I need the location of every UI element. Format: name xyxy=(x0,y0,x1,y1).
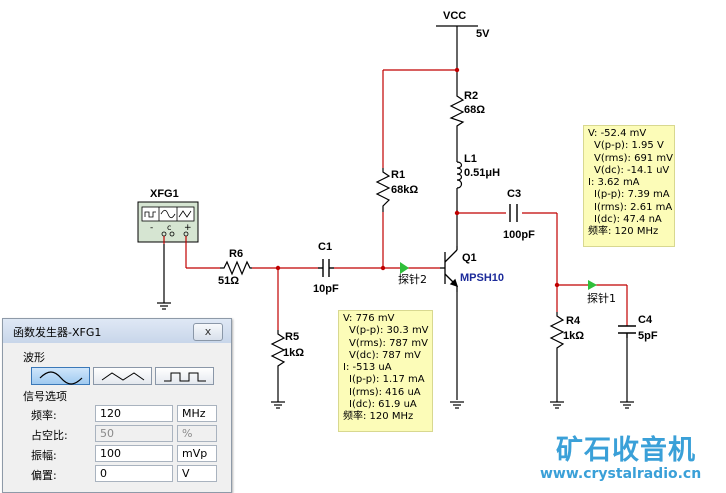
c1-capacitor[interactable] xyxy=(318,259,334,277)
xfg1-instrument[interactable] xyxy=(137,201,199,244)
c3-capacitor[interactable] xyxy=(509,204,518,222)
probe1-line: V(rms): 691 mV xyxy=(594,152,673,164)
r2-resistor[interactable] xyxy=(449,92,465,128)
wires xyxy=(185,69,628,330)
probe1-readout: V: -52.4 mV V(p-p): 1.95 V V(rms): 691 m… xyxy=(583,125,675,247)
c3-value: 100pF xyxy=(503,229,535,241)
frequency-input[interactable]: 120 xyxy=(95,405,173,422)
probe2-line: V: 776 mV xyxy=(343,313,395,324)
probe1-line: I(p-p): 7.39 mA xyxy=(594,189,670,201)
probe2-line: 频率: 120 MHz xyxy=(343,411,414,423)
r5-value: 1kΩ xyxy=(283,347,304,359)
probe1-line: I: 3.62 mA xyxy=(588,177,640,189)
probe2-line: V(dc): 787 mV xyxy=(349,349,421,361)
probe2-marker[interactable] xyxy=(400,262,409,274)
amplitude-unit-select[interactable]: mVp xyxy=(177,445,217,462)
offset-label: 偏置: xyxy=(31,469,57,482)
r5-resistor[interactable] xyxy=(270,330,286,370)
square-wave-button[interactable] xyxy=(155,367,214,385)
probe2-line: V(rms): 787 mV xyxy=(349,337,428,349)
probe1-line: V(dc): -14.1 uV xyxy=(594,164,670,176)
probe2-readout: V: 776 mV V(p-p): 30.3 mV V(rms): 787 mV… xyxy=(338,310,433,432)
probe1-line: I(rms): 2.61 mA xyxy=(594,201,673,213)
vcc-value: 5V xyxy=(476,28,490,40)
probe1-marker[interactable] xyxy=(588,280,597,290)
dialog-titlebar[interactable]: 函数发生器-XFG1 x xyxy=(3,319,231,343)
probe2-line: I(dc): 61.9 uA xyxy=(349,399,417,411)
c1-name: C1 xyxy=(318,241,332,253)
r2-value: 68Ω xyxy=(464,104,485,116)
r1-resistor[interactable] xyxy=(375,168,391,212)
duty-cycle-input: 50 xyxy=(95,425,173,442)
r5-name: R5 xyxy=(285,331,299,343)
ground-symbols xyxy=(157,302,634,409)
amplitude-label: 振幅: xyxy=(31,449,57,462)
r6-value: 51Ω xyxy=(218,275,239,287)
wires-black xyxy=(163,70,628,402)
r6-name: R6 xyxy=(229,248,243,260)
c4-name: C4 xyxy=(638,314,653,326)
vcc-label: VCC xyxy=(443,10,466,22)
probe1-line: V: -52.4 mV xyxy=(588,128,647,139)
q1-transistor[interactable] xyxy=(440,246,459,292)
r4-resistor[interactable] xyxy=(549,312,565,352)
offset-input[interactable]: 0 xyxy=(95,465,173,482)
waveform-group-label: 波形 xyxy=(23,351,45,364)
dialog-title: 函数发生器-XFG1 xyxy=(13,326,102,339)
frequency-unit-select[interactable]: MHz xyxy=(177,405,217,422)
xfg-common-label: c xyxy=(167,223,171,232)
duty-cycle-unit: % xyxy=(177,425,217,442)
close-button[interactable]: x xyxy=(193,323,223,341)
r1-value: 68kΩ xyxy=(391,184,418,196)
watermark-brand: 矿石收音机 xyxy=(556,435,696,466)
l1-value: 0.51μH xyxy=(464,167,500,179)
vcc-source[interactable] xyxy=(436,25,478,70)
probe1-line: V(p-p): 1.95 V xyxy=(594,140,664,152)
probe2-line: I(rms): 416 uA xyxy=(349,386,421,398)
l1-name: L1 xyxy=(464,153,477,165)
r4-name: R4 xyxy=(566,315,581,327)
function-generator-dialog[interactable]: 函数发生器-XFG1 x 波形 信号选项 频率: 120 MHz 占空比: 50… xyxy=(2,318,232,493)
c4-value: 5pF xyxy=(638,330,658,342)
r1-name: R1 xyxy=(391,169,405,181)
r2-name: R2 xyxy=(464,90,478,102)
xfg-plus-label: + xyxy=(184,223,192,233)
junctions xyxy=(275,67,560,288)
r6-resistor[interactable] xyxy=(220,260,252,276)
probe1-line: I(dc): 47.4 nA xyxy=(594,214,662,226)
c1-value: 10pF xyxy=(313,283,339,295)
probe1-line: 频率: 120 MHz xyxy=(588,226,659,238)
probe2-line: I: -513 uA xyxy=(343,362,392,374)
probe2-label: 探针2 xyxy=(398,272,427,286)
frequency-label: 频率: xyxy=(31,409,57,422)
probe2-line: I(p-p): 1.17 mA xyxy=(349,374,425,386)
sine-wave-icon xyxy=(39,371,83,385)
watermark-url: www.crystalradio.cn xyxy=(540,466,702,482)
q1-value: MPSH10 xyxy=(460,272,504,284)
c3-name: C3 xyxy=(507,188,521,200)
signal-options-label: 信号选项 xyxy=(23,390,67,403)
triangle-wave-icon xyxy=(101,372,145,381)
xfg-label: XFG1 xyxy=(150,188,179,200)
offset-unit-select[interactable]: V xyxy=(177,465,217,482)
q1-name: Q1 xyxy=(462,252,477,264)
xfg-minus-label: - xyxy=(150,223,153,233)
triangle-wave-button[interactable] xyxy=(93,367,152,385)
c4-capacitor[interactable] xyxy=(618,325,636,338)
l1-inductor[interactable] xyxy=(456,161,463,189)
duty-cycle-label: 占空比: xyxy=(31,429,68,442)
square-wave-icon xyxy=(164,372,206,382)
r4-value: 1kΩ xyxy=(563,330,584,342)
probe1-label: 探针1 xyxy=(587,291,616,305)
amplitude-input[interactable]: 100 xyxy=(95,445,173,462)
sine-wave-button[interactable] xyxy=(31,367,90,385)
probe2-line: V(p-p): 30.3 mV xyxy=(349,325,429,337)
